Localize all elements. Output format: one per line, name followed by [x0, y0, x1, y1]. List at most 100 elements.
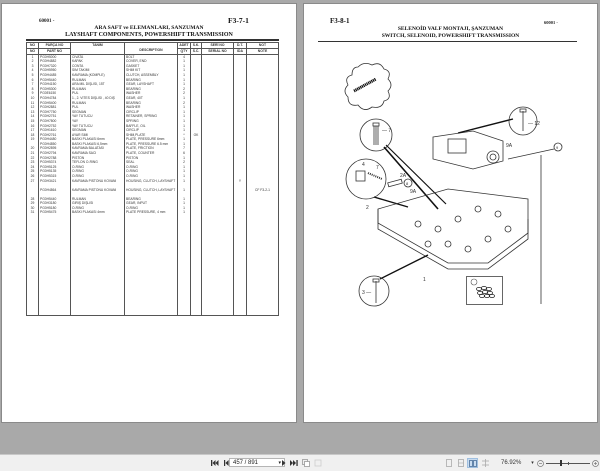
table-filler-row: [26, 215, 279, 316]
title-english: LAYSHAFT COMPONENTS, POWERSHIFT TRANSMIS…: [65, 32, 233, 38]
cell-note: [246, 105, 279, 110]
zoom-slider-thumb[interactable]: [560, 460, 562, 466]
svg-text:4: 4: [362, 162, 365, 168]
document-page-right: F3-8-1 60001 - SELENOİD VALF MONTAJI, ŞA…: [303, 3, 598, 423]
page-number-value: 457 / 891: [233, 460, 259, 466]
shim-kit-10-icon: [470, 278, 495, 298]
paste-page-button[interactable]: [313, 458, 323, 468]
two-page-view-button[interactable]: [467, 458, 478, 468]
copy-page-button[interactable]: [301, 458, 311, 468]
continuous-view-button[interactable]: [456, 458, 466, 468]
cell-note: [246, 59, 279, 64]
header-rule: [26, 39, 279, 41]
title-turkish: ARA SAFT ve ELEMANLARI, SANZUMAN: [94, 25, 204, 31]
cell-serial-code: [190, 178, 202, 188]
cell-note: [246, 114, 279, 119]
copy-icon: [302, 459, 310, 467]
callout-bolt-3-icon: [358, 275, 390, 307]
continuous-page-icon: [458, 459, 464, 467]
cell-item-no: 27: [26, 178, 39, 188]
empty-cell: [201, 215, 234, 316]
zoom-dropdown-icon[interactable]: ▾: [531, 460, 534, 466]
header-rule: [318, 41, 577, 42]
svg-text:3 —: 3 —: [362, 290, 371, 296]
svg-text:— 7: — 7: [382, 128, 391, 134]
empty-cell: [177, 215, 191, 316]
two-page-continuous-icon: [481, 459, 489, 467]
svg-text:1: 1: [423, 277, 426, 283]
cell-turkish-name: KAVRAMA PİSTONU KOVANI: [70, 178, 125, 188]
cell-quantity: 1: [177, 187, 191, 197]
cell-note: [246, 95, 279, 101]
cell-dt-code: Y: [233, 178, 247, 188]
empty-cell: [124, 215, 178, 316]
empty-cell: [190, 215, 202, 316]
shim-kit-box: [466, 276, 503, 305]
cell-note: [246, 210, 279, 215]
cell-dt-code: [233, 187, 247, 197]
cell-note: [246, 160, 279, 165]
zoom-in-icon: [591, 459, 599, 467]
cell-note: [246, 151, 279, 156]
cell-note: [246, 141, 279, 147]
next-page-icon: [282, 460, 286, 466]
page-number-input[interactable]: 457 / 891 ▾: [229, 458, 285, 467]
two-page-icon: [468, 459, 477, 467]
col-note-tr: NOT: [246, 42, 279, 49]
svg-text:2A: 2A: [400, 173, 407, 179]
cell-part-number: PG0H4864: [38, 187, 71, 197]
page-dropdown-icon[interactable]: ▾: [278, 460, 281, 466]
svg-text:— 12: — 12: [528, 121, 540, 127]
col-qty-tr: ADET: [177, 42, 191, 49]
cell-note: [246, 86, 279, 92]
zoom-level[interactable]: 76.92%: [501, 460, 522, 466]
parts-table: NO PARÇA NO TANIM ADET S.K. SERİ NO D.T.…: [26, 42, 279, 316]
cell-note: [246, 196, 279, 202]
last-page-button[interactable]: [289, 458, 299, 468]
page-reference: F3-7-1: [228, 16, 249, 25]
single-page-view-button[interactable]: [444, 458, 454, 468]
cell-note: [246, 205, 279, 211]
cell-note: [246, 54, 279, 60]
cell-note: [246, 132, 279, 138]
first-page-icon: [211, 460, 219, 466]
paste-icon: [314, 459, 322, 467]
next-page-button[interactable]: [280, 458, 288, 468]
two-page-continuous-button[interactable]: [480, 458, 490, 468]
doc-code: 60001 -: [544, 20, 558, 25]
zoom-out-button[interactable]: [536, 458, 544, 468]
doc-code: 60001 -: [39, 19, 55, 24]
callout-valve-4-icon: [345, 158, 387, 200]
previous-page-icon: [223, 460, 229, 466]
first-page-button[interactable]: [210, 458, 220, 468]
zoom-out-icon: [536, 459, 544, 467]
header-row-en: NO PART NO DESCRIPTION QTY S.C. SERIAL N…: [26, 47, 279, 55]
zoom-in-button[interactable]: [590, 458, 600, 468]
single-page-icon: [446, 459, 452, 467]
previous-page-button[interactable]: [221, 458, 231, 468]
valve-block-icon: [377, 188, 529, 270]
